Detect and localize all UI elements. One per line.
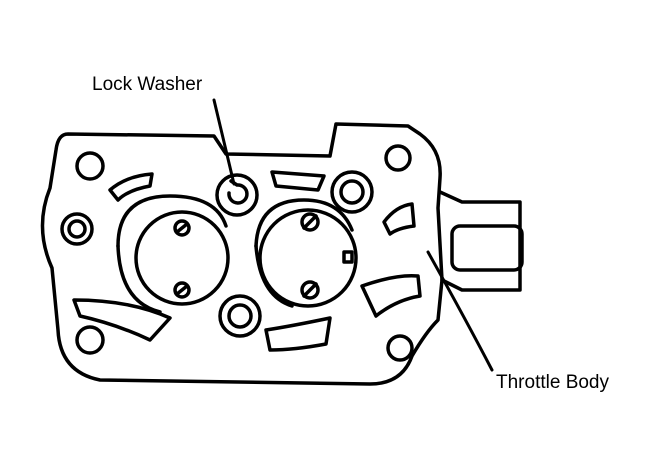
left-bore-wall — [116, 244, 162, 314]
slot-right-lower — [360, 273, 422, 318]
bolt-hole-top-right — [384, 144, 412, 172]
boss-top-right-inner — [339, 179, 365, 205]
slot-bottom-center — [264, 316, 332, 352]
bolt-hole-left — [60, 212, 94, 246]
boss-top-right — [330, 170, 374, 214]
boss-bottom — [218, 294, 262, 338]
bolt-hole-left-inner — [67, 219, 87, 239]
left-plate-screw-top-slot — [175, 222, 189, 234]
right-plate-notch — [342, 250, 354, 264]
left-plate-screw-top — [173, 219, 191, 237]
side-tab — [438, 190, 522, 292]
slot-right-upper — [382, 202, 416, 236]
left-bore-shadow — [116, 194, 228, 248]
right-plate-screw-top — [300, 212, 320, 232]
left-plate-screw-bottom-slot — [175, 284, 189, 296]
slot-top-center — [270, 170, 326, 192]
left-throttle-plate — [134, 210, 230, 306]
right-bore-shadow — [254, 198, 354, 248]
lock-washer-label: Lock Washer — [92, 74, 203, 95]
slot-bottom-left — [72, 298, 172, 342]
right-throttle-plate — [258, 208, 358, 308]
bolt-hole-top-left — [75, 151, 105, 181]
slot-top-left — [108, 172, 154, 202]
right-bore-wall — [254, 244, 294, 308]
throttle-body-label: Throttle Body — [496, 372, 609, 393]
bolt-hole-bottom-right — [386, 334, 414, 362]
side-tab-slot — [450, 224, 524, 272]
lock-washer — [227, 179, 249, 205]
boss-bottom-inner — [227, 303, 253, 329]
bolt-hole-bottom-left — [75, 325, 105, 355]
right-plate-screw-bottom — [300, 280, 320, 300]
lock-washer-boss — [215, 173, 259, 217]
housing-outline — [40, 122, 444, 386]
left-plate-screw-bottom — [173, 281, 191, 299]
lock-washer-leader — [212, 98, 236, 186]
throttle-body-leader — [426, 250, 494, 372]
right-plate-screw-top-slot — [302, 214, 318, 230]
right-plate-screw-bottom-slot — [302, 282, 318, 298]
